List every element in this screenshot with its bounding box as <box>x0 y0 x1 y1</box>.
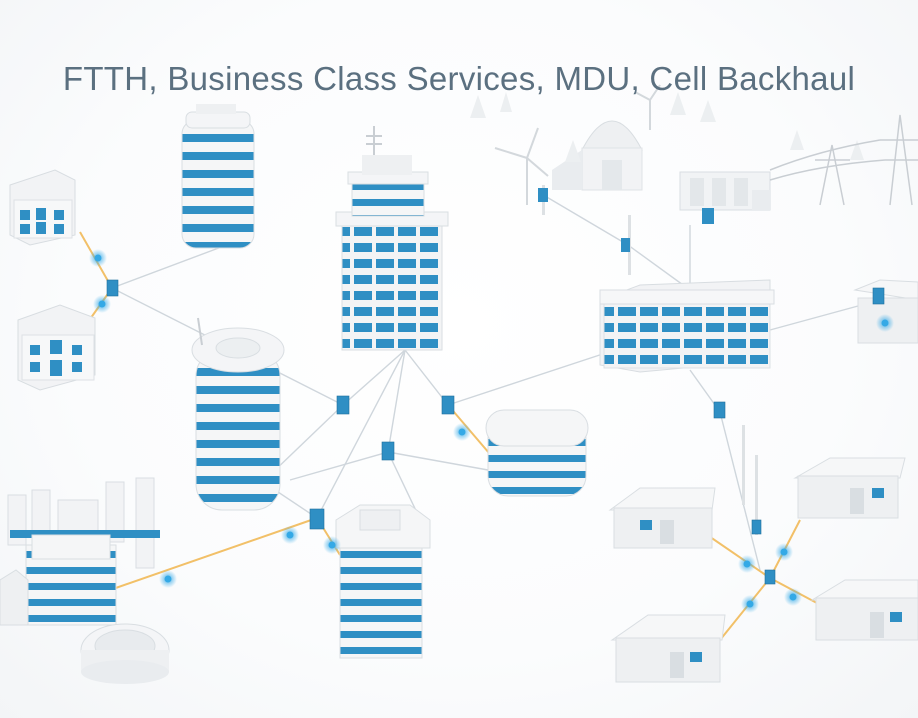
single-family-houses <box>608 279 918 683</box>
house-2 <box>793 457 906 519</box>
utility-poles <box>538 185 758 535</box>
wide-office-building <box>599 279 775 373</box>
rural-barn <box>552 120 643 191</box>
cabinet-4 <box>441 395 455 415</box>
striped-round-tower <box>181 104 255 249</box>
cylindrical-antenna-tower <box>191 317 285 511</box>
power-transmission-tower <box>769 114 918 206</box>
cabinet-1 <box>106 279 119 297</box>
network-nodes <box>89 249 894 613</box>
cabinet-8 <box>764 569 776 585</box>
house-4 <box>610 614 726 683</box>
cabinet-5 <box>309 508 325 530</box>
utility-substation <box>679 171 771 224</box>
house-5 <box>853 279 918 344</box>
small-office-building <box>9 169 76 246</box>
cabinet-7 <box>751 519 762 535</box>
cabinet-9 <box>872 287 885 305</box>
network-lines <box>111 195 881 571</box>
trees <box>470 92 864 162</box>
cabinet-2 <box>336 395 350 415</box>
small-office-building-2 <box>17 304 96 391</box>
mdu-apartment-tower <box>335 504 431 659</box>
house-3 <box>810 579 918 641</box>
fiber-cabinets <box>106 279 885 585</box>
house-1 <box>608 487 716 549</box>
rounded-parking-garage <box>485 409 589 497</box>
page-title: FTTH, Business Class Services, MDU, Cell… <box>62 60 856 97</box>
industrial-complex <box>0 477 160 626</box>
stadium <box>80 623 170 684</box>
cabinet-3 <box>381 441 395 461</box>
central-tower-with-antenna <box>335 126 449 351</box>
wind-turbine <box>494 84 661 205</box>
cabinet-6 <box>713 401 726 419</box>
